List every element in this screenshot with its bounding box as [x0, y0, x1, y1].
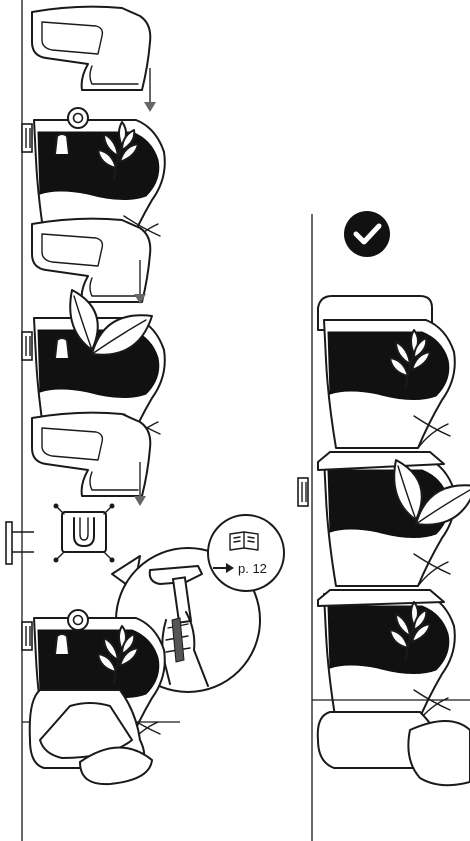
tower-pot-3 — [318, 590, 455, 722]
tower-pot-2 — [298, 452, 470, 586]
step1-tray — [32, 7, 150, 90]
step3-tray — [32, 413, 150, 496]
tower-base — [318, 712, 470, 785]
wall-bracket-icon — [54, 504, 115, 563]
page-reference-badge: p. 12 — [208, 515, 284, 591]
wall-bracket-side — [6, 522, 34, 564]
step2-tray — [32, 219, 150, 302]
page-reference-label: p. 12 — [238, 561, 267, 576]
tower-pot-1 — [318, 296, 455, 448]
check-circle-icon — [344, 211, 390, 257]
